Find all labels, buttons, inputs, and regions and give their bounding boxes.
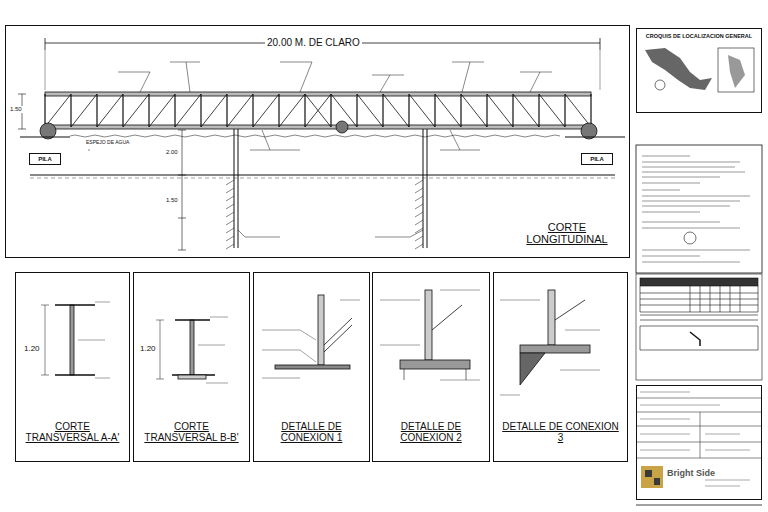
pier-box: PILA — [581, 153, 613, 165]
node-title: DETALLE DE CONEXION 3 — [502, 421, 619, 443]
dimension: 1.50 — [164, 197, 180, 204]
schedule-table — [636, 274, 762, 380]
node-title: DETALLE DE CONEXION 1 — [262, 421, 361, 443]
dimension: 1.20 — [138, 345, 158, 354]
notes-panel — [636, 145, 762, 273]
connection-detail-1 — [262, 295, 360, 378]
section-a-a — [41, 302, 110, 378]
node-title: CORTE LONGITUDINAL — [517, 221, 617, 245]
dimension: 1.20 — [22, 345, 42, 354]
connection-detail-2 — [380, 290, 480, 380]
node-title: PILA — [582, 154, 612, 164]
detail-panel: DETALLE DE CONEXION 3 — [493, 272, 628, 462]
dimension: 1.50 — [8, 106, 24, 113]
node-title: DETALLE DE CONEXION 2 — [381, 421, 481, 443]
node-title: CORTE TRANSVERSAL B-B' — [142, 421, 241, 443]
location-map — [645, 48, 754, 92]
longitudinal-section — [18, 38, 625, 250]
connection-detail-3 — [500, 290, 600, 395]
span-dimension: 20.00 M. DE CLARO — [265, 37, 362, 48]
node-title: CORTE TRANSVERSAL A-A' — [24, 421, 121, 443]
dimension: 2.00 — [164, 149, 180, 156]
detail-panel: DETALLE DE CONEXION 1 — [253, 272, 370, 462]
node-title: CROQUIS DE LOCALIZACION GENERAL — [637, 33, 761, 39]
section-panel: CORTE TRANSVERSAL B-B' — [133, 272, 250, 462]
title-block-lines — [636, 392, 762, 505]
map-panel: CROQUIS DE LOCALIZACION GENERAL — [636, 28, 762, 113]
section-b-b — [156, 317, 228, 383]
title-block: Bright Side — [636, 385, 762, 500]
water-level-note: ESPEJO DE AGUA — [84, 140, 131, 146]
node-title: Bright Side — [667, 469, 715, 479]
section-panel: CORTE TRANSVERSAL A-A' — [15, 272, 130, 462]
pier-box: PILA — [29, 153, 61, 165]
node-title: PILA — [30, 154, 60, 164]
detail-panel: DETALLE DE CONEXION 2 — [372, 272, 490, 462]
